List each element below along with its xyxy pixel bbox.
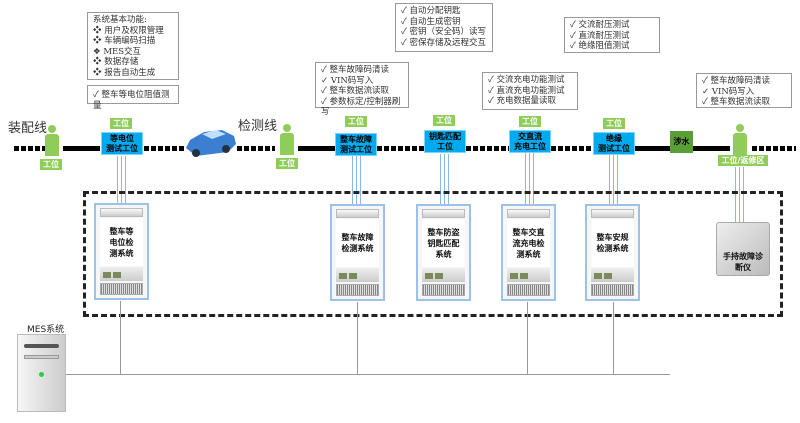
list-item: 密保存储及远程交互 <box>401 38 487 49</box>
rack-key-system: 整车防盗钥匙匹配系统 <box>416 204 471 301</box>
station-fault: 整车故障 测试工位 <box>335 133 377 156</box>
station-equipotential: 等电位 测试工位 <box>101 132 143 155</box>
equipotential-box: 整车等电位阻值测量 <box>87 85 179 111</box>
network-drop <box>357 302 358 374</box>
line-solid <box>298 146 336 151</box>
list-item: 整车数据流读取 <box>321 86 403 97</box>
inspection-line-label: 检测线 <box>238 119 278 134</box>
system-label: 整车故障检测系统 <box>336 219 379 267</box>
connector <box>525 153 526 204</box>
list-item: 整车数据流读取 <box>702 97 786 108</box>
connector <box>609 155 610 204</box>
connector <box>444 154 445 204</box>
connector <box>735 167 736 223</box>
list-item: 充电数据量读取 <box>488 96 572 107</box>
list-item: 车辆编码扫描 <box>93 36 173 47</box>
list-item: 报告自动生成 <box>93 68 173 79</box>
systems-enclosure <box>83 191 783 317</box>
mes-server-icon <box>17 334 66 412</box>
line-dashed <box>14 146 46 151</box>
list-item: 参数标定/控制器刷写 <box>321 97 403 118</box>
network-drop <box>527 302 528 374</box>
rack-safety-system: 整车安规检测系统 <box>585 204 640 301</box>
workstation-label: 工位 <box>40 159 62 170</box>
box-title: 系统基本功能: <box>93 15 147 25</box>
mes-label: MES系统 <box>27 325 65 335</box>
list-item: 自动分配钥匙 <box>401 6 487 17</box>
connector <box>117 156 118 204</box>
fault-box: 整车故障码清读 VIN码写入 整车数据流读取 参数标定/控制器刷写 <box>315 62 409 117</box>
rack-charging-system: 整车交直流充电检测系统 <box>501 204 556 301</box>
network-bus <box>66 374 670 375</box>
connector <box>125 156 126 204</box>
list-item: 密钥（安全码）读写 <box>401 27 487 38</box>
connector <box>440 154 441 204</box>
connector <box>617 155 618 204</box>
connector <box>121 156 122 204</box>
rack-equipotential-system: 整车等电位检测系统 <box>94 203 149 300</box>
handheld-diagnostic-device: 手持故障诊断仪 <box>716 222 770 276</box>
workstation-label: 工位 <box>276 158 298 169</box>
station-charging: 交直流 充电工位 <box>509 130 551 153</box>
workstation-label: 工位 <box>519 116 541 127</box>
station-key: 钥匙匹配 工位 <box>424 130 466 153</box>
workstation-label: 工位 <box>433 115 455 126</box>
list-item: VIN码写入 <box>702 87 786 98</box>
water-test-station: 涉水 <box>670 131 693 153</box>
connector <box>448 154 449 204</box>
line-dashed <box>551 146 594 151</box>
system-label: 整车交直流充电检测系统 <box>507 219 550 267</box>
system-label: 整车防盗钥匙匹配系统 <box>422 219 465 267</box>
charging-box: 交流充电功能测试 直流充电功能测试 充电数据量读取 <box>482 72 578 110</box>
basic-functions-box: 系统基本功能: 用户及权限管理 车辆编码扫描 MES交互 数据存储 报告自动生成 <box>87 12 179 80</box>
list-item: 自动生成密钥 <box>401 17 487 28</box>
worker-icon <box>733 124 747 155</box>
line-dashed <box>377 146 424 151</box>
list-item: 整车故障码清读 <box>702 76 786 87</box>
workstation-label: 工位 <box>603 118 625 129</box>
line-solid <box>63 146 100 151</box>
connector <box>360 156 361 204</box>
repair-area-label: 工位/返修区 <box>718 155 768 166</box>
connector <box>613 155 614 204</box>
connector <box>352 156 353 204</box>
key-box: 自动分配钥匙 自动生成密钥 密钥（安全码）读写 密保存储及远程交互 <box>395 3 493 52</box>
connector <box>739 167 740 223</box>
workstation-label: 工位 <box>110 118 132 129</box>
list-item: 整车等电位阻值测量 <box>93 90 173 111</box>
list-item: 用户及权限管理 <box>93 26 173 37</box>
workstation-label: 工位 <box>345 116 367 127</box>
list-item: 交流充电功能测试 <box>488 75 572 86</box>
list-item: 数据存储 <box>93 57 173 68</box>
worker-icon <box>45 125 59 156</box>
handheld-label: 手持故障诊断仪 <box>723 252 763 272</box>
list-item: MES交互 <box>93 47 173 58</box>
network-drop <box>613 302 614 374</box>
list-item: 直流耐压测试 <box>570 31 654 42</box>
repair-box: 整车故障码清读 VIN码写入 整车数据流读取 <box>696 73 792 108</box>
system-label: 整车等电位检测系统 <box>100 218 143 266</box>
line-dashed <box>237 146 275 151</box>
list-item: VIN码写入 <box>321 76 403 87</box>
station-insulation: 绝缘 测试工位 <box>593 132 635 155</box>
connector <box>533 153 534 204</box>
line-dashed <box>144 146 186 151</box>
connector <box>529 153 530 204</box>
list-item: 直流充电功能测试 <box>488 86 572 97</box>
line-dashed <box>466 146 509 151</box>
list-item: 交流耐压测试 <box>570 20 654 31</box>
list-item: 绝缘阻值测试 <box>570 41 654 52</box>
rack-fault-system: 整车故障检测系统 <box>330 204 385 301</box>
list-item: 整车故障码清读 <box>321 65 403 76</box>
car-icon <box>186 130 236 157</box>
network-drop <box>120 301 121 374</box>
assembly-line-label: 装配线 <box>8 121 48 136</box>
system-label: 整车安规检测系统 <box>591 219 634 267</box>
connector <box>356 156 357 204</box>
connector <box>743 167 744 223</box>
worker-icon <box>280 124 294 155</box>
line-dashed <box>752 146 796 151</box>
insulation-box: 交流耐压测试 直流耐压测试 绝缘阻值测试 <box>564 17 660 53</box>
